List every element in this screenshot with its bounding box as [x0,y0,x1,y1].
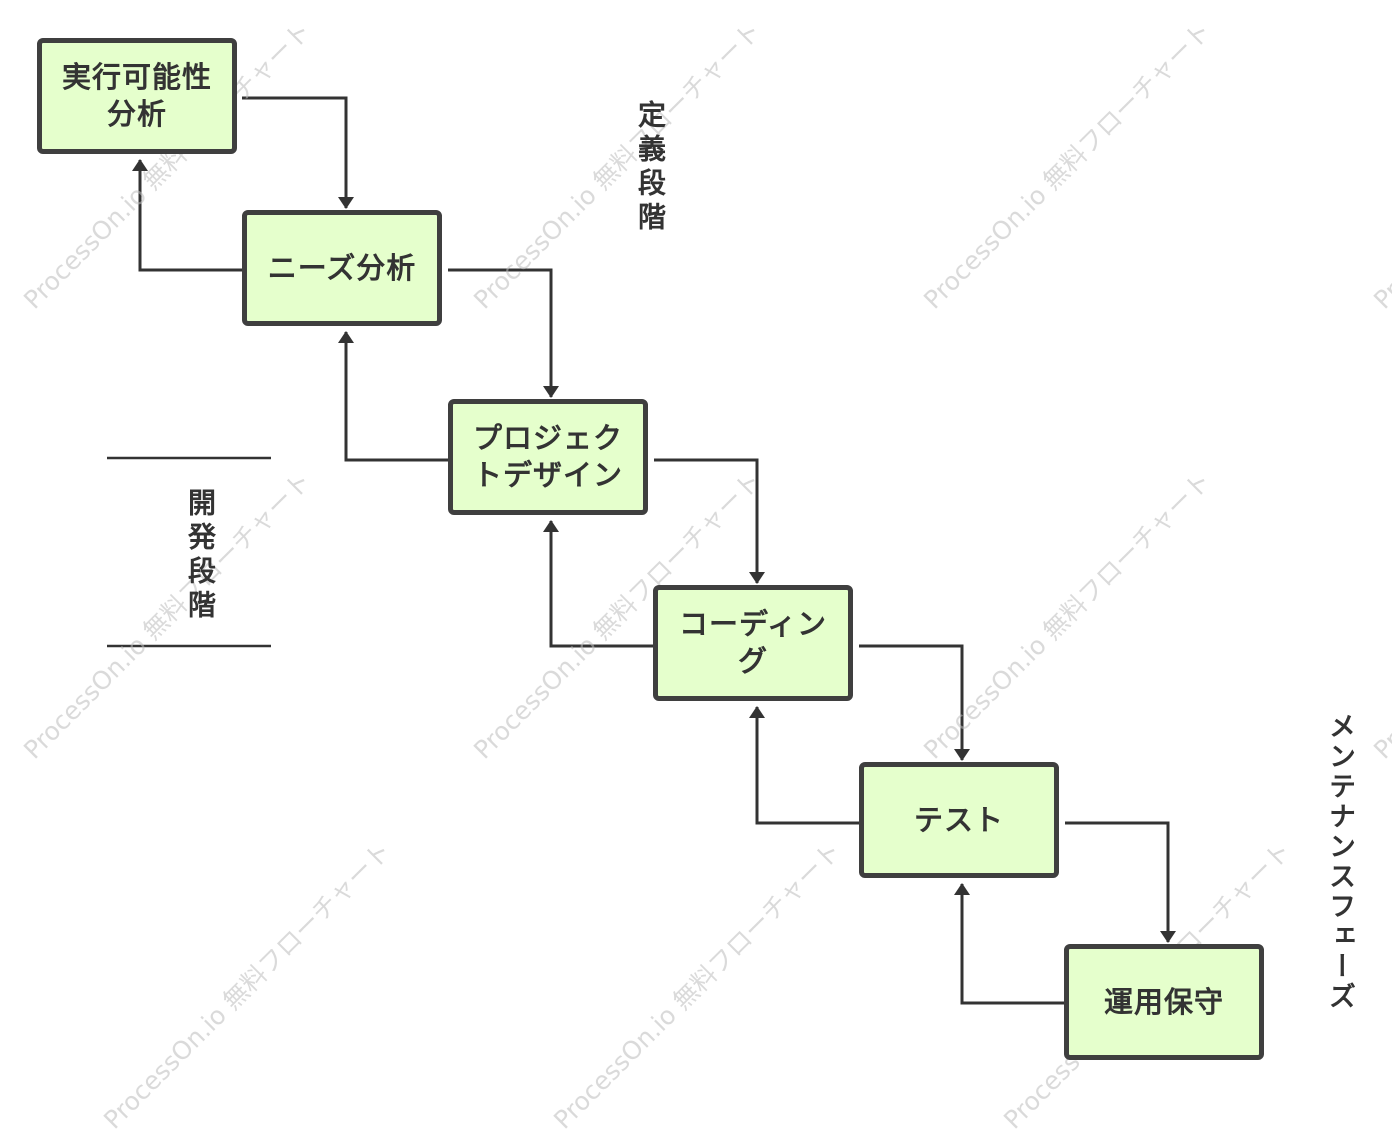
node-test[interactable]: テスト [859,762,1059,878]
arrow-design-to-coding [654,458,765,584]
arrow-operation-back-to-test [954,883,1064,1005]
arrow-coding-to-test [859,644,970,761]
node-label: 実行可能性分析 [61,60,212,131]
node-label: プロジェクトデザイン [472,421,623,492]
arrow-needs-to-design [448,268,559,398]
phase-label-definition: 定義段階 [634,100,667,236]
arrow-design-back-to-needs [338,331,448,462]
node-feasibility-analysis[interactable]: 実行可能性分析 [37,38,237,154]
node-operation-maintenance[interactable]: 運用保守 [1064,944,1264,1060]
arrow-test-back-to-coding [749,706,859,825]
phase-label-development: 開発段階 [184,488,217,624]
node-coding[interactable]: コーディング [653,585,853,701]
connector-layer [132,96,1176,1005]
arrow-coding-back-to-design [543,520,653,648]
node-label: テスト [913,802,1004,837]
arrow-feasibility-to-needs [242,96,354,209]
arrow-needs-back-to-feasibility [132,159,242,272]
node-label: コーディング [679,607,827,678]
node-project-design[interactable]: プロジェクトデザイン [448,399,648,515]
node-needs-analysis[interactable]: ニーズ分析 [242,210,442,326]
arrow-test-to-operation [1065,821,1176,943]
node-label: 運用保守 [1103,984,1224,1019]
node-label: ニーズ分析 [267,250,417,285]
phase-label-maintenance: メンテナンスフェーズ [1324,712,1355,1012]
